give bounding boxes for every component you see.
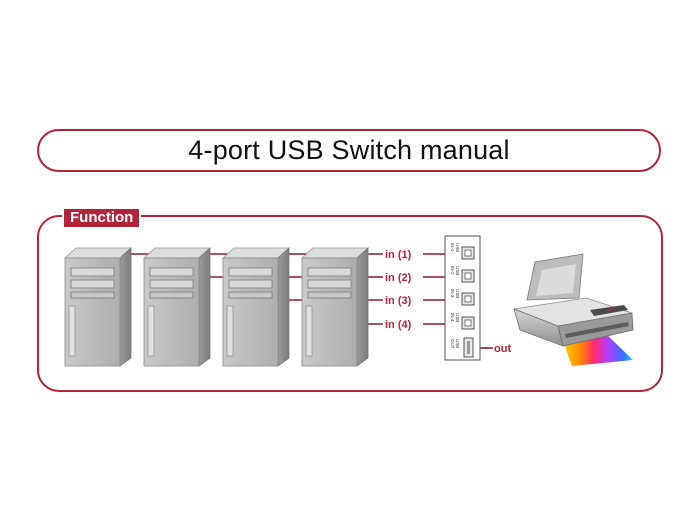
printer-icon <box>512 253 634 366</box>
port-label-in-2: in (2) <box>385 272 412 284</box>
function-frame <box>37 215 663 392</box>
page-title: 4-port USB Switch manual <box>188 135 510 165</box>
pc-tower-icon <box>300 247 370 367</box>
usb-a-port-icon <box>463 337 474 358</box>
usb-b-port-icon <box>461 292 475 306</box>
port-label-in-4: in (4) <box>385 319 412 331</box>
pc-tower-icon <box>63 247 133 367</box>
port-usb-text-1: USB <box>455 243 460 252</box>
port-id-text-4: IN-4 <box>450 313 455 322</box>
port-usb-text-out: USB <box>455 339 460 348</box>
pc-tower-icon <box>221 247 291 367</box>
port-id-text-3: IN-3 <box>450 289 455 298</box>
port-label-in-3: in (3) <box>385 295 412 307</box>
port-label-out: out <box>494 343 511 355</box>
port-usb-text-2: USB <box>455 266 460 275</box>
usb-b-port-icon <box>461 316 475 330</box>
port-label-in-1: in (1) <box>385 249 412 261</box>
port-id-text-out: OUT <box>450 339 455 349</box>
usb-b-port-icon <box>461 269 475 283</box>
title-frame: 4-port USB Switch manual <box>37 129 661 172</box>
pc-tower-icon <box>142 247 212 367</box>
usb-b-port-icon <box>461 246 475 260</box>
port-id-text-1: IN-1 <box>450 243 455 252</box>
section-label: Function <box>62 207 142 229</box>
usb-switch-panel: USB IN-1 USB IN-2 USB IN-3 USB IN-4 USB … <box>444 235 481 361</box>
port-usb-text-4: USB <box>455 313 460 322</box>
port-usb-text-3: USB <box>455 289 460 298</box>
port-id-text-2: IN-2 <box>450 266 455 275</box>
